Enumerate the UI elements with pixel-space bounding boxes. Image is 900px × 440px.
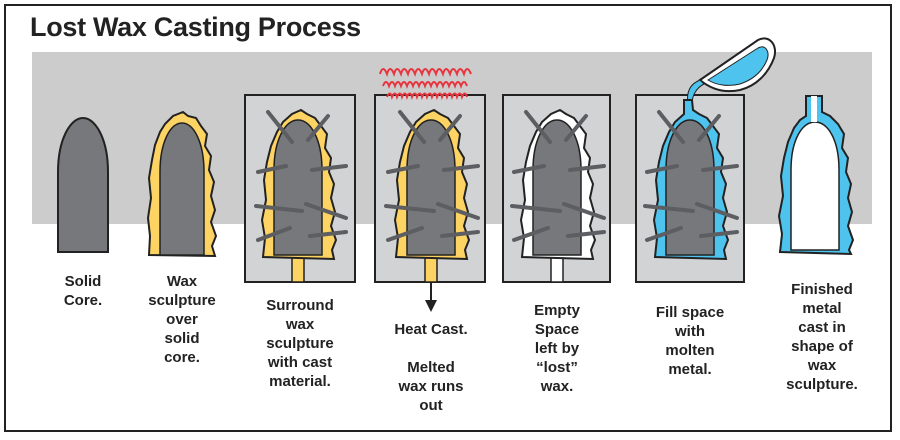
- step-3-illustration: [244, 94, 356, 283]
- step-4-illustration: [374, 68, 486, 312]
- step-5-illustration: [502, 94, 611, 283]
- step-7-label: Finished metal cast in shape of wax scul…: [786, 281, 858, 393]
- diagram-frame: [4, 4, 892, 432]
- step-2-illustration: [146, 110, 218, 258]
- sprue-channel: [811, 96, 817, 122]
- core-shape: [159, 122, 205, 256]
- core-shape: [532, 119, 582, 256]
- step-6-illustration: [635, 37, 776, 283]
- step-4-label: Heat Cast. Melted wax runs out: [394, 321, 468, 414]
- step-1-illustration: [57, 116, 109, 253]
- core-shape: [406, 119, 456, 256]
- core-shape: [273, 119, 323, 256]
- step-2-label: Wax sculpture over solid core.: [148, 273, 216, 366]
- support-pins: [384, 110, 480, 242]
- solid-core-shape: [57, 116, 109, 253]
- support-pins: [254, 110, 348, 242]
- step-5-label: Empty Space left by “lost” wax.: [534, 302, 580, 395]
- step-6-label: Fill space with molten metal.: [655, 304, 725, 378]
- crucible-metal: [707, 46, 769, 86]
- support-pins: [643, 110, 739, 242]
- core-shape: [665, 119, 715, 256]
- support-pins: [510, 110, 606, 242]
- heat-coils-icon: [379, 68, 472, 100]
- hollow-interior: [790, 121, 840, 251]
- step-1-label: Solid Core.: [63, 273, 103, 309]
- page-title: Lost Wax Casting Process: [30, 12, 361, 42]
- step-7-illustration: [777, 95, 855, 256]
- step-3-label: Surround wax sculpture with cast materia…: [266, 297, 334, 390]
- down-arrow-icon: [425, 300, 437, 312]
